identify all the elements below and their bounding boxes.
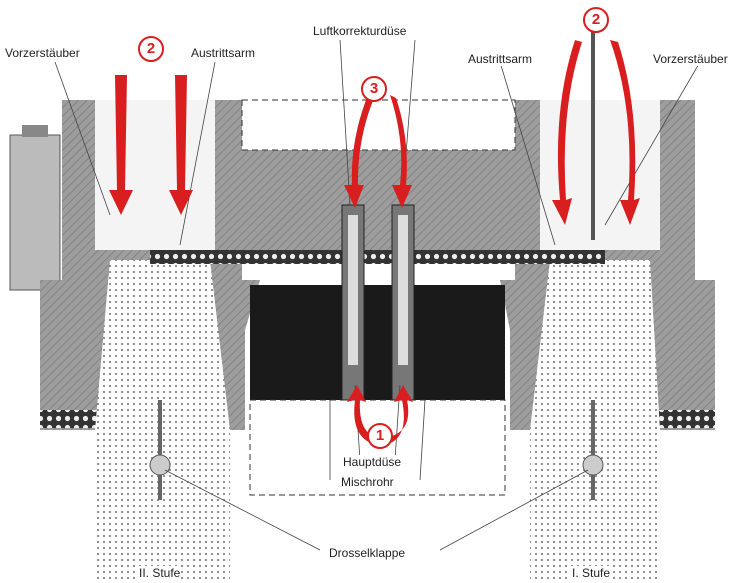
mixture-flow-left <box>95 260 230 580</box>
mixing-tubes <box>341 204 415 401</box>
mounting-bolt <box>9 134 61 291</box>
label-austrittsarm-right: Austrittsarm <box>467 52 534 66</box>
bolt-head <box>22 125 48 137</box>
marker-1: 1 <box>367 423 393 449</box>
throttle-shaft-left <box>149 454 171 476</box>
marker-2-left: 2 <box>138 36 164 62</box>
label-austrittsarm-left: Austrittsarm <box>190 46 257 60</box>
upper-housing <box>62 99 695 280</box>
label-luftkorrekturduese: Luftkorrekturdüse <box>312 24 408 38</box>
label-stufe-1: I. Stufe <box>571 566 612 580</box>
label-vorzerstaeuber-left: Vorzerstäuber <box>4 46 81 60</box>
label-vorzerstaeuber-right: Vorzerstäuber <box>652 52 729 66</box>
marker-2-right: 2 <box>583 7 609 33</box>
label-mischrohr: Mischrohr <box>340 475 395 489</box>
throttle-shaft-right <box>582 454 604 476</box>
flow-arrows <box>109 40 640 445</box>
label-drosselklappe: Drosselklappe <box>328 546 407 560</box>
marker-3: 3 <box>361 76 387 102</box>
transfer-channel <box>150 250 605 264</box>
label-stufe-2: II. Stufe <box>138 566 182 580</box>
label-hauptduese: Hauptdüse <box>342 455 403 469</box>
float-chamber-fuel <box>250 285 505 400</box>
